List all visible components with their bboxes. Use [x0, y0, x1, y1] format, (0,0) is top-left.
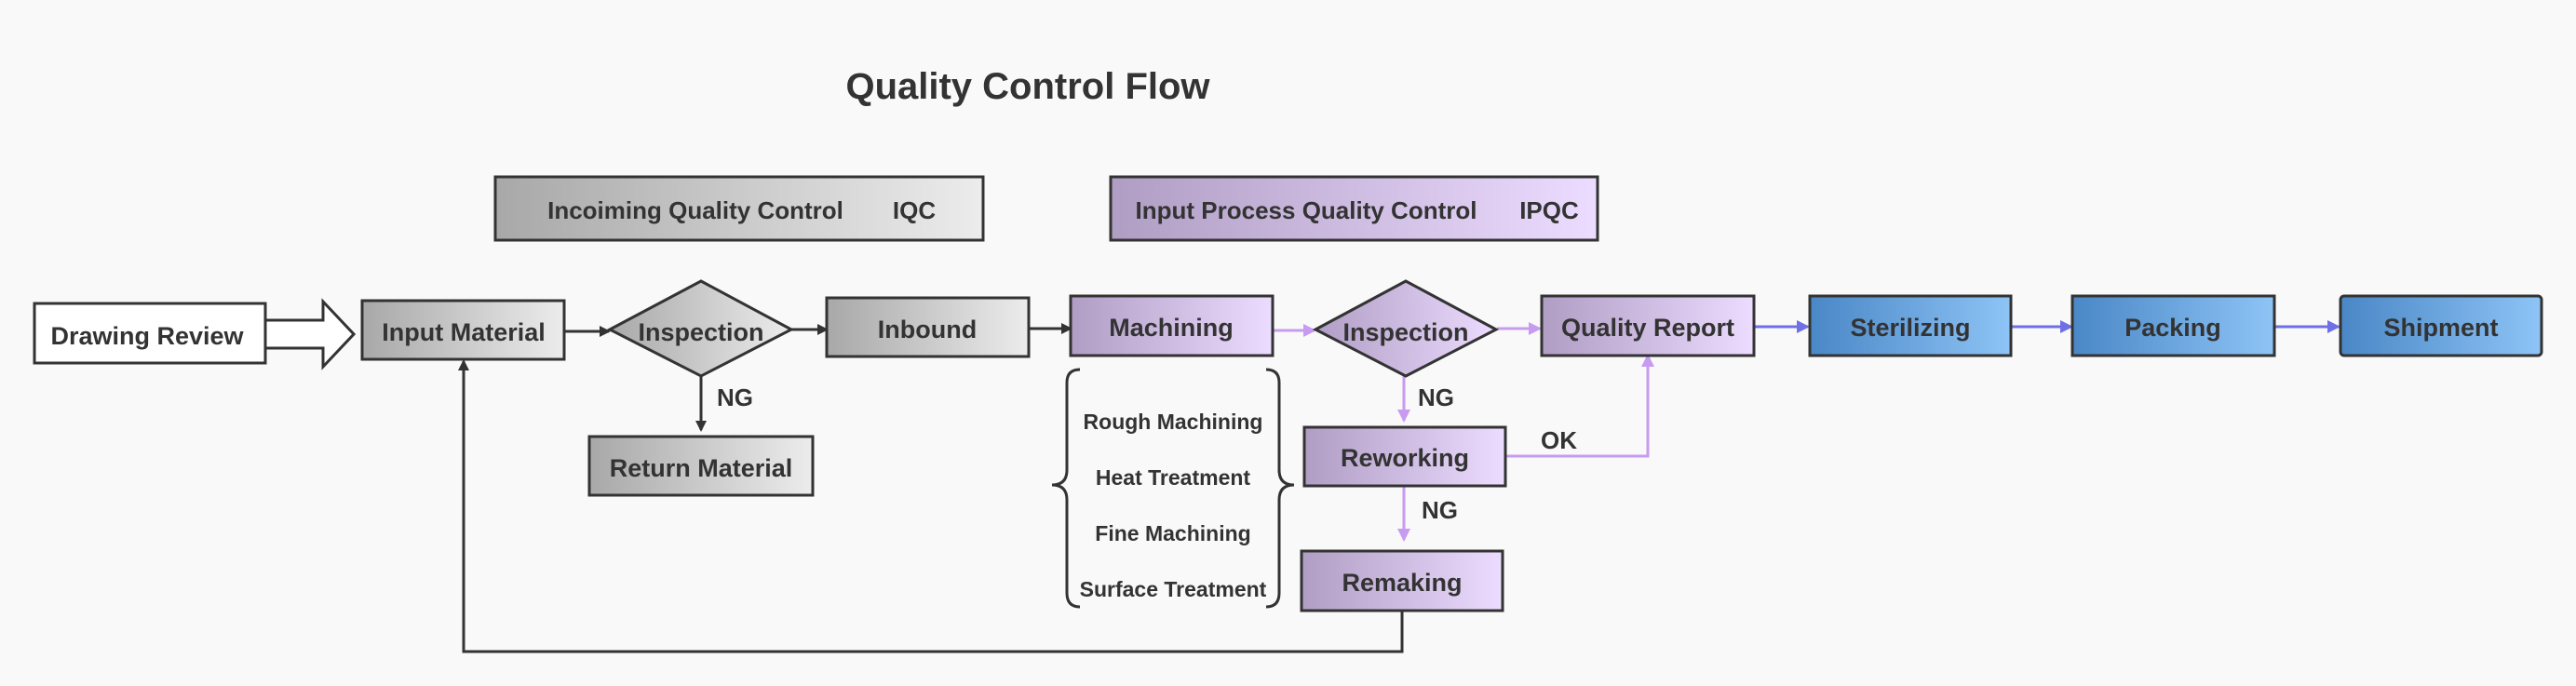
- node-input-material: Input Material: [360, 299, 566, 361]
- right-brace: [1265, 368, 1295, 609]
- machining-step-heat: Heat Treatment: [1096, 465, 1251, 490]
- node-inbound: Inbound: [825, 296, 1031, 358]
- node-inspection-iqc: Inspection: [606, 279, 795, 378]
- left-brace: [1051, 368, 1081, 609]
- node-reworking: Reworking: [1302, 425, 1507, 488]
- legend-ipqc: Input Process Quality Control IPQC: [1109, 175, 1599, 242]
- legend-ipqc-code: IPQC: [1519, 196, 1579, 224]
- node-quality-report-label: Quality Report: [1561, 314, 1734, 342]
- edge-label-ng-rework: NG: [1418, 383, 1454, 411]
- machining-step-rough: Rough Machining: [1084, 410, 1263, 434]
- legend-iqc-code: IQC: [893, 196, 936, 224]
- node-remaking-label: Remaking: [1342, 569, 1462, 597]
- node-remaking: Remaking: [1300, 549, 1504, 612]
- legend-iqc: Incoiming Quality Control IQC: [493, 175, 985, 242]
- node-drawing-review: Drawing Review: [33, 302, 267, 365]
- machining-step-fine: Fine Machining: [1095, 521, 1250, 545]
- node-shipment-label: Shipment: [2383, 314, 2498, 342]
- node-sterilizing-label: Sterilizing: [1850, 314, 1970, 342]
- node-inspection-iqc-label: Inspection: [638, 318, 763, 346]
- connectors: [250, 298, 2340, 653]
- edge-remaking-to-input: [458, 359, 1404, 653]
- node-drawing-review-label: Drawing Review: [50, 322, 244, 350]
- node-inspection-ipqc-label: Inspection: [1342, 318, 1468, 346]
- legend-ipqc-name: Input Process Quality Control: [1136, 196, 1477, 224]
- node-inspection-ipqc: Inspection: [1312, 279, 1500, 378]
- edge-label-ng-remake: NG: [1422, 496, 1458, 524]
- node-sterilizing: Sterilizing: [1808, 294, 2013, 357]
- diagram-title: Quality Control Flow: [845, 66, 1210, 107]
- edge-reworking-to-report: [1505, 354, 1654, 458]
- node-reworking-label: Reworking: [1341, 444, 1469, 472]
- node-return-material: Return Material: [587, 435, 815, 497]
- node-machining: Machining: [1069, 294, 1275, 357]
- node-input-material-label: Input Material: [382, 318, 546, 346]
- edge-label-ng-return: NG: [717, 383, 753, 411]
- machining-step-surface: Surface Treatment: [1080, 577, 1267, 601]
- node-shipment: Shipment: [2339, 294, 2543, 357]
- node-quality-report: Quality Report: [1540, 294, 1756, 357]
- edge-label-ok-report: OK: [1541, 426, 1577, 454]
- node-machining-label: Machining: [1109, 314, 1234, 342]
- node-packing-label: Packing: [2124, 314, 2221, 342]
- node-inbound-label: Inbound: [878, 316, 977, 343]
- legend-iqc-name: Incoiming Quality Control: [547, 196, 843, 224]
- node-packing: Packing: [2070, 294, 2276, 357]
- node-return-material-label: Return Material: [610, 454, 793, 482]
- machining-steps-group: Rough Machining Heat Treatment Fine Mach…: [1051, 368, 1295, 609]
